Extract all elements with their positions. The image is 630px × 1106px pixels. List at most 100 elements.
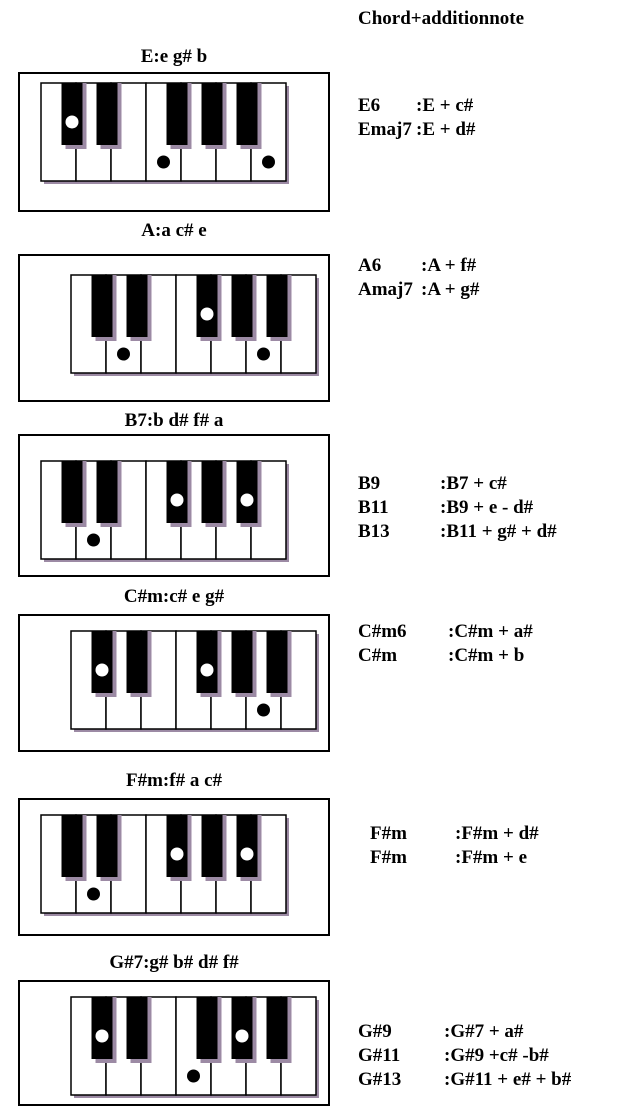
variant-row: E6 :E + c# [358, 94, 475, 118]
variant-formula: :F#m + d# [455, 823, 539, 844]
chord-variants: C#m6 :C#m + a# C#m :C#m + b [358, 620, 533, 668]
keyboard-frame [18, 980, 330, 1106]
piano-keyboard-diagram [40, 814, 289, 916]
variant-row: F#m :F#m + d# [370, 822, 539, 846]
variant-name: F#m [370, 823, 407, 844]
chord-title: G#7:g# b# d# f# [109, 952, 239, 973]
variant-name: B13 [358, 521, 390, 542]
note-dot-black-key [170, 847, 184, 861]
variant-formula: :E + d# [416, 119, 476, 140]
variant-row: G#13 :G#11 + e# + b# [358, 1068, 571, 1092]
black-key [126, 275, 148, 337]
black-key [166, 461, 188, 523]
variant-name: C#m [358, 645, 398, 666]
note-dot-white-key [157, 155, 170, 169]
note-dot-black-key [235, 1029, 249, 1043]
variant-formula: :C#m + a# [448, 621, 533, 642]
black-key [61, 461, 83, 523]
black-key [236, 461, 258, 523]
variant-row: Emaj7:E + d# [358, 118, 475, 142]
black-key [201, 461, 223, 523]
piano-keyboard-diagram [40, 82, 289, 184]
note-dot-white-key [257, 703, 270, 717]
black-key [201, 815, 223, 877]
variant-row: Amaj7 :A + g# [358, 278, 479, 302]
black-key [61, 83, 83, 145]
black-key [196, 631, 218, 693]
piano-keyboard-diagram [40, 460, 289, 562]
variant-name: Emaj7 [358, 119, 412, 140]
note-dot-white-key [87, 887, 100, 901]
piano-keyboard-diagram [70, 996, 319, 1098]
variant-row: B11 :B9 + e - d# [358, 496, 557, 520]
note-dot-black-key [170, 493, 184, 507]
black-key [91, 997, 113, 1059]
note-dot-black-key [240, 847, 254, 861]
variant-row: G#11 :G#9 +c# -b# [358, 1044, 571, 1068]
black-key [61, 815, 83, 877]
chord-title: E:e g# b [140, 46, 208, 67]
variant-formula: :B7 + c# [440, 473, 507, 494]
variant-name: E6 [358, 95, 381, 116]
variant-formula: :B11 + g# + d# [440, 521, 557, 542]
black-key [166, 815, 188, 877]
note-dot-black-key [240, 493, 254, 507]
black-key [231, 631, 253, 693]
black-key [126, 997, 148, 1059]
variant-name: G#9 [358, 1021, 392, 1042]
note-dot-black-key [95, 663, 109, 677]
black-key [196, 997, 218, 1059]
variant-formula: :C#m + b [448, 645, 525, 666]
black-key [91, 631, 113, 693]
black-key [166, 83, 188, 145]
note-dot-white-key [117, 347, 130, 361]
variant-row: B9 :B7 + c# [358, 472, 557, 496]
piano-keyboard-diagram [70, 630, 319, 732]
chord-title: F#m:f# a c# [125, 770, 223, 791]
chord-variants: G#9 :G#7 + a# G#11 :G#9 +c# -b# G#13 :G#11 + … [358, 1020, 571, 1092]
keyboard-frame [18, 798, 330, 936]
black-key [196, 275, 218, 337]
piano-keyboard-diagram [70, 274, 319, 376]
note-dot-black-key [200, 663, 214, 677]
black-key [96, 83, 118, 145]
variant-formula: :G#11 + e# + b# [444, 1069, 572, 1090]
variant-row: C#m6 :C#m + a# [358, 620, 533, 644]
chord-title: B7:b d# f# a [124, 410, 224, 431]
note-dot-white-key [257, 347, 270, 361]
variant-name: Amaj7 [358, 279, 413, 300]
chord-title: A:a c# e [141, 220, 207, 241]
variant-name: C#m6 [358, 621, 407, 642]
variant-formula: :G#9 +c# -b# [444, 1045, 549, 1066]
variant-formula: :A + g# [421, 279, 480, 300]
variant-row: B13 :B11 + g# + d# [358, 520, 557, 544]
variant-name: B9 [358, 473, 381, 494]
black-key [91, 275, 113, 337]
chord-title: C#m:c# e g# [123, 586, 225, 607]
variant-formula: :A + f# [421, 255, 477, 276]
variant-name: A6 [358, 255, 382, 276]
note-dot-black-key [200, 307, 214, 321]
keyboard-frame [18, 614, 330, 752]
variant-name: G#11 [358, 1045, 401, 1066]
variant-name: B11 [358, 497, 389, 518]
black-key [236, 83, 258, 145]
chord-variants: B9 :B7 + c# B11 :B9 + e - d# B13 :B11 + g# + … [358, 472, 557, 544]
variant-name: G#13 [358, 1069, 402, 1090]
note-dot-white-key [187, 1069, 200, 1083]
variant-formula: :E + c# [416, 95, 474, 116]
variant-row: C#m :C#m + b [358, 644, 533, 668]
variant-name: F#m [370, 847, 407, 868]
note-dot-white-key [87, 533, 100, 547]
black-key [96, 815, 118, 877]
note-dot-black-key [65, 115, 79, 129]
note-dot-white-key [262, 155, 275, 169]
variant-formula: :G#7 + a# [444, 1021, 524, 1042]
black-key [266, 631, 288, 693]
variant-row: A6 :A + f# [358, 254, 479, 278]
black-key [201, 83, 223, 145]
note-dot-black-key [95, 1029, 109, 1043]
black-key [266, 275, 288, 337]
header-title: Chord+additionnote [358, 8, 525, 29]
variant-formula: :B9 + e - d# [440, 497, 534, 518]
